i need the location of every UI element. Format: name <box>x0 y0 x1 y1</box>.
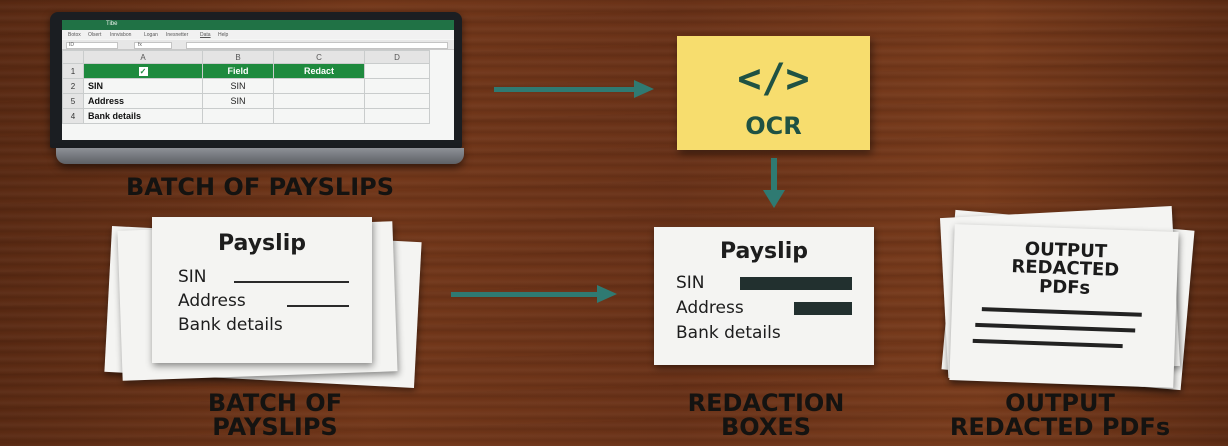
formula-input[interactable] <box>186 42 448 49</box>
text-line <box>972 338 1123 349</box>
excel-title-bar: Tibe <box>62 20 454 30</box>
field-label: SIN <box>676 273 705 293</box>
cell-a1[interactable]: ✓ <box>83 63 203 79</box>
formula-bar: ID fx <box>62 40 454 50</box>
text-line <box>981 307 1142 317</box>
function-box[interactable] <box>134 42 172 49</box>
corner-cell <box>62 50 84 64</box>
cell[interactable]: Bank details <box>83 108 203 124</box>
row-number: 1 <box>62 63 84 79</box>
menu-item[interactable]: Botox <box>68 32 81 38</box>
caption-line: BOXES <box>720 412 812 441</box>
cell[interactable] <box>273 93 365 109</box>
column-header-c[interactable]: C <box>273 50 365 64</box>
field-label: Bank details <box>178 315 283 335</box>
cell[interactable]: Address <box>83 93 203 109</box>
cell[interactable]: SIN <box>202 93 274 109</box>
payslip-title: Payslip <box>218 231 306 256</box>
caption-line: REDACTION <box>687 389 845 417</box>
arrow-to-ocr <box>494 80 654 98</box>
ocr-label: OCR <box>745 112 802 140</box>
cell-redact-header[interactable]: Redact <box>273 63 365 79</box>
fx-icon: fx <box>138 42 142 48</box>
name-box[interactable] <box>66 42 118 49</box>
caption-line: PAYSLIPS <box>212 412 338 441</box>
redaction-box <box>740 277 852 290</box>
caption-line: OUTPUT <box>1005 389 1115 417</box>
redacted-payslip: Payslip SIN Address Bank details <box>654 227 874 365</box>
payslip-title: Payslip <box>720 239 808 264</box>
text-line <box>975 322 1136 333</box>
arrow-to-redaction <box>451 285 617 303</box>
excel-menu-bar: Botox Olsert Innvisbon Logan Inesnetter … <box>62 30 454 39</box>
ocr-note: </> OCR <box>677 36 870 150</box>
cell[interactable] <box>364 63 430 79</box>
column-header-a[interactable]: A <box>83 50 203 64</box>
cell[interactable] <box>364 108 430 124</box>
cell-field-header[interactable]: Field <box>202 63 274 79</box>
check-icon: ✓ <box>138 67 148 76</box>
cell[interactable] <box>202 108 274 124</box>
arrow-down-from-ocr <box>763 158 785 208</box>
column-header-d[interactable]: D <box>364 50 430 64</box>
laptop-base <box>56 148 464 164</box>
field-label: Bank details <box>676 323 781 343</box>
blank-line <box>234 281 349 283</box>
caption-redaction: REDACTION BOXES <box>640 389 892 441</box>
name-box-value: ID <box>69 42 74 48</box>
menu-item[interactable]: Innvisbon <box>110 32 132 38</box>
caption-batch: BATCH OF PAYSLIPS <box>145 389 405 441</box>
cell[interactable] <box>273 78 365 94</box>
menu-item[interactable]: Logan <box>144 32 158 38</box>
redaction-box <box>794 302 852 315</box>
field-label: Address <box>676 298 744 318</box>
cell[interactable]: SIN <box>83 78 203 94</box>
menu-item-data[interactable]: Data <box>200 32 211 38</box>
sheet-grid: A B C D 1 ✓ Field Redact 2 SIN SIN 5 Add… <box>62 50 430 124</box>
menu-item[interactable]: Olsert <box>88 32 102 38</box>
spreadsheet-window: Tibe Botox Olsert Innvisbon Logan Inesne… <box>62 20 454 140</box>
cell[interactable] <box>273 108 365 124</box>
field-label: SIN <box>178 267 207 287</box>
column-header-b[interactable]: B <box>202 50 274 64</box>
caption-output: OUTPUT REDACTED PDFs <box>905 389 1215 441</box>
row-number: 2 <box>62 78 84 94</box>
cell[interactable] <box>364 78 430 94</box>
blank-line <box>287 305 349 307</box>
cell[interactable] <box>364 93 430 109</box>
payslip-document: Payslip SIN Address Bank details <box>152 217 372 363</box>
field-label: Address <box>178 291 246 311</box>
menu-item[interactable]: Help <box>218 32 229 38</box>
caption-line: REDACTED PDFs <box>949 412 1171 441</box>
caption-line: BATCH OF <box>207 389 343 417</box>
output-doc-title: OUTPUT REDACTED PDFs <box>952 238 1178 301</box>
excel-title: Tibe <box>106 21 118 27</box>
menu-item[interactable]: Inesnetter <box>166 32 189 38</box>
output-document: OUTPUT REDACTED PDFs <box>949 224 1179 388</box>
code-icon: </> <box>737 56 810 102</box>
row-number: 5 <box>62 93 84 109</box>
caption-laptop: BATCH OF PAYSLIPS <box>125 173 394 201</box>
row-number: 4 <box>62 108 84 124</box>
cell[interactable]: SIN <box>202 78 274 94</box>
